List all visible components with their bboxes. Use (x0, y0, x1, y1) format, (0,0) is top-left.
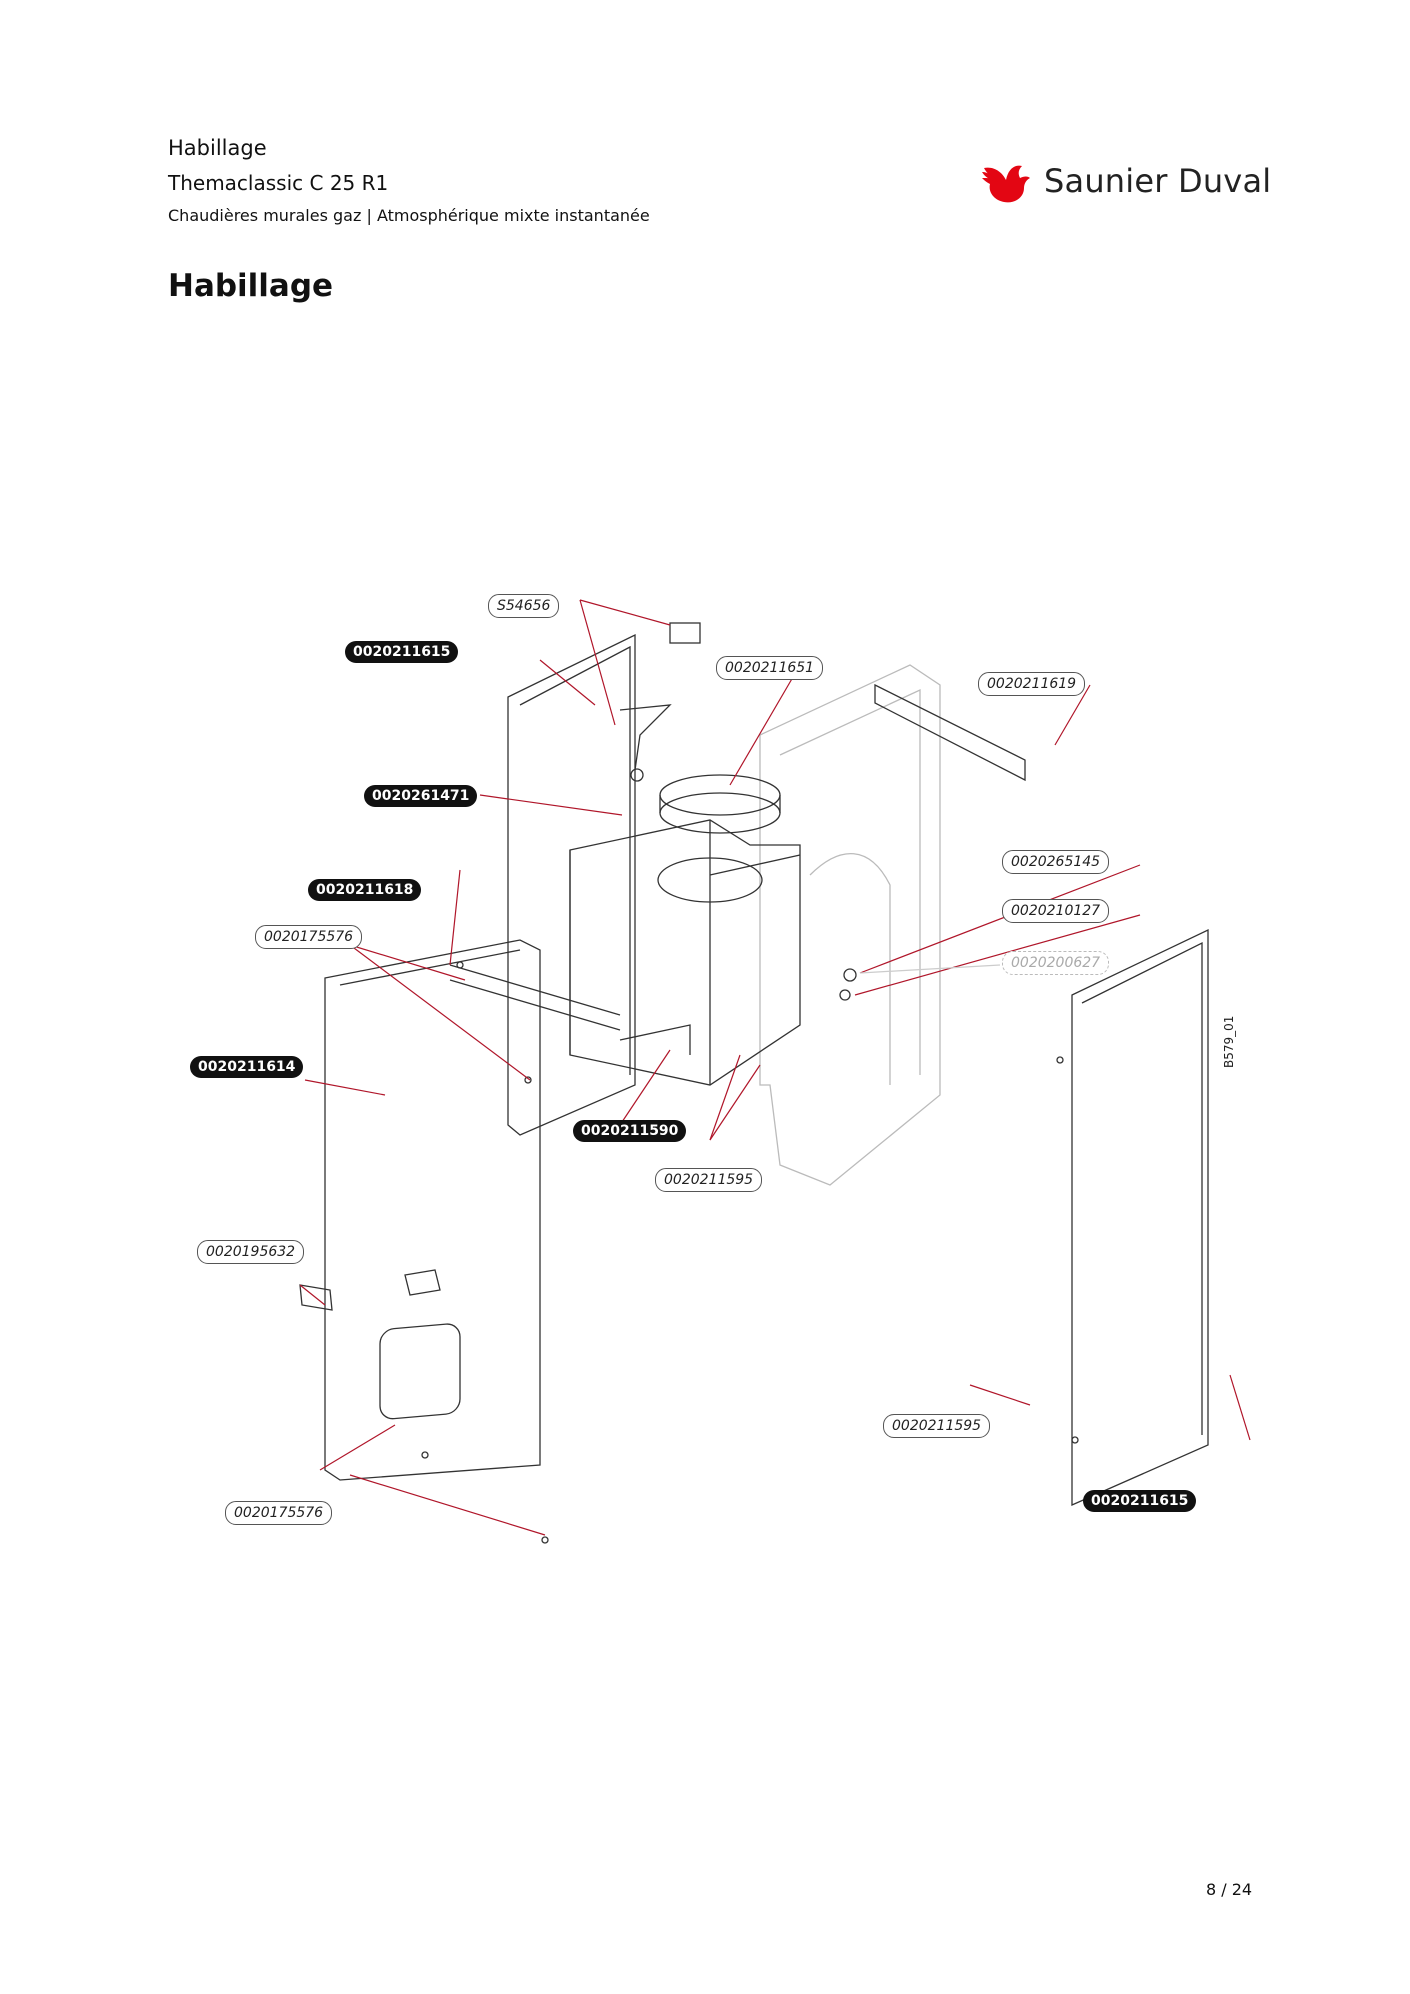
callout-0020211590: 0020211590 (573, 1120, 687, 1142)
front-panel (324, 939, 541, 1481)
top-bracket (874, 683, 1026, 782)
header-category: Chaudières murales gaz | Atmosphérique m… (168, 206, 650, 225)
callout-0020195632: 0020195632 (197, 1240, 305, 1264)
fan-ring (659, 774, 781, 816)
callout-0020211651: 0020211651 (716, 656, 824, 680)
callout-s54656: S54656 (488, 594, 560, 618)
callout-0020175576-top: 0020175576 (255, 925, 363, 949)
callout-0020211615-bottom: 0020211615 (1083, 1490, 1197, 1512)
bird-logo-icon (982, 165, 1030, 203)
brand-name: Saunier Duval (1044, 162, 1272, 200)
callout-0020211619: 0020211619 (978, 672, 1086, 696)
header-model: Themaclassic C 25 R1 (168, 171, 389, 195)
header-section: Habillage (168, 136, 267, 160)
right-side-panel (1071, 928, 1209, 1506)
callout-0020200627: 0020200627 (1002, 951, 1110, 975)
callout-0020175576-bottom: 0020175576 (225, 1501, 333, 1525)
exploded-view-diagram (299, 599, 1251, 1544)
combustion-box (569, 819, 801, 1086)
left-side-panel (507, 633, 636, 1136)
callout-0020211595-center: 0020211595 (655, 1168, 763, 1192)
callout-0020211615-top: 0020211615 (345, 641, 459, 663)
callout-0020265145: 0020265145 (1002, 850, 1110, 874)
page-number: 8 / 24 (1206, 1880, 1253, 1899)
brand-logo: Saunier Duval (980, 158, 1271, 204)
callout-0020211618: 0020211618 (308, 879, 422, 901)
diagram-reference: B579_01 (1222, 1015, 1236, 1068)
callout-0020211614: 0020211614 (190, 1056, 304, 1078)
callout-0020261471: 0020261471 (364, 785, 478, 807)
callout-0020210127: 0020210127 (1002, 899, 1110, 923)
callout-0020211595-bottom: 0020211595 (883, 1414, 991, 1438)
page-title: Habillage (168, 268, 334, 304)
